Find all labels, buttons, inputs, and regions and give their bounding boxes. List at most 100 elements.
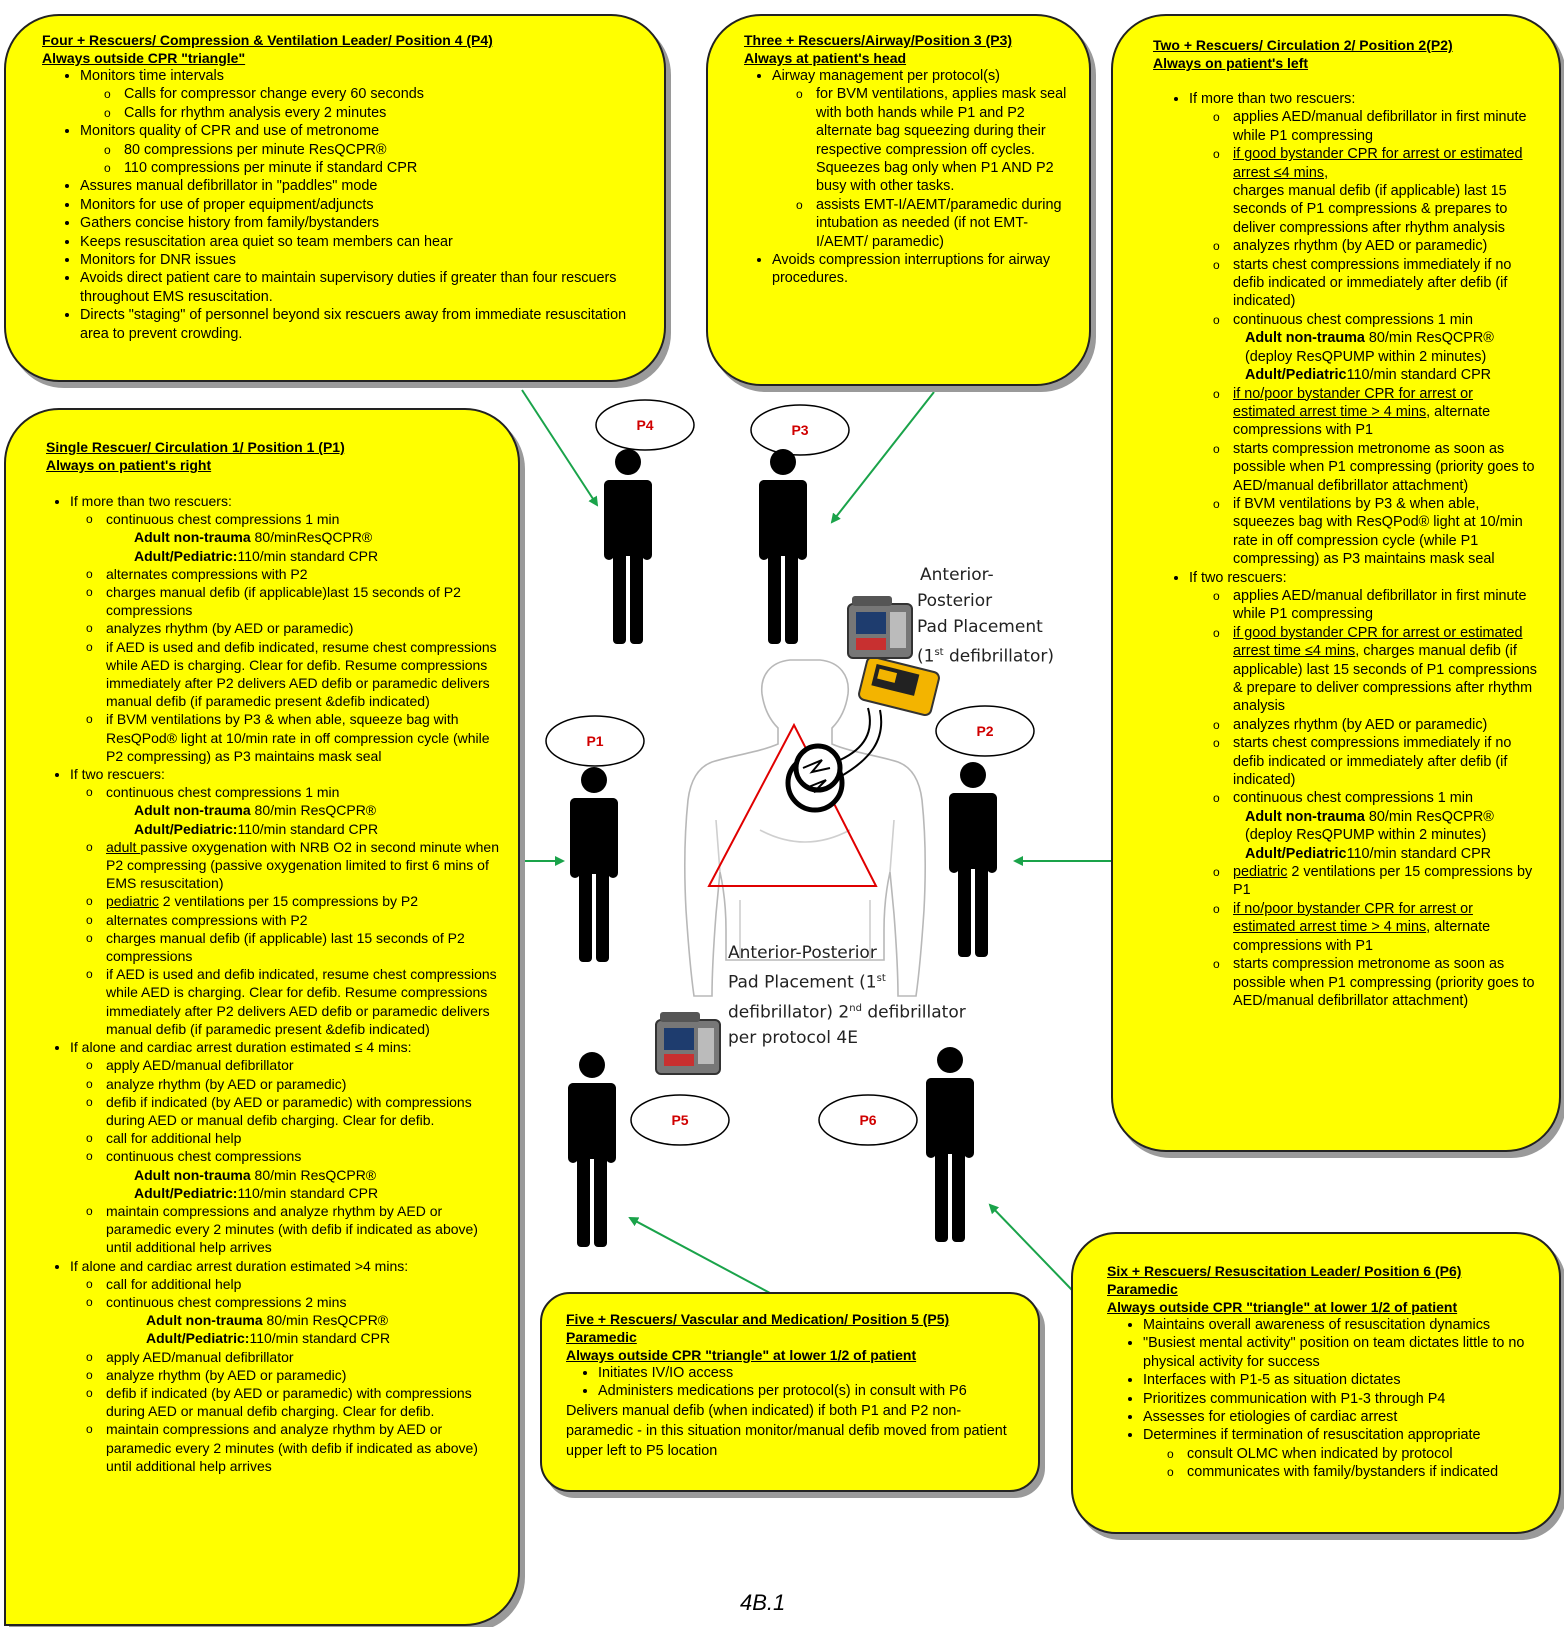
list-subitem: analyze rhythm (by AED or paramedic) [86,1075,506,1093]
p6-list: Maintains overall awareness of resuscita… [1107,1316,1547,1482]
list-subitem: call for additional help [86,1275,506,1293]
position-label: P1 [586,733,603,749]
list-subitem: pediatric 2 ventilations per 15 compress… [1213,863,1537,900]
position-ellipse [750,404,850,456]
p1-subtitle: Always on patient's right [46,457,212,473]
list-subitem: analyzes rhythm (by AED or paramedic) [86,619,506,637]
list-subitem: analyze rhythm (by AED or paramedic) [86,1366,506,1384]
position-label: P4 [636,417,653,433]
rescuer-figure-p3 [759,449,807,644]
list-subitem: applies AED/manual defibrillator in firs… [1213,587,1537,624]
list-item: Assures manual defibrillator in "paddles… [80,177,644,195]
list-subitem: continuous chest compressions 2 mins Adu… [86,1293,506,1348]
p6-subtitle: Paramedic [1107,1281,1178,1297]
list-item: If more than two rescuers: applies AED/m… [1189,90,1537,569]
position-label: P2 [976,723,993,739]
list-subitem: charges manual defib (if applicable)last… [86,583,506,619]
position-label: P3 [791,422,808,438]
position-marker-p5: P5 [630,1094,730,1146]
position-marker-p4: P4 [595,399,695,451]
p5-box: Five + Rescuers/ Vascular and Medication… [540,1292,1040,1492]
list-subitem: continuous chest compressions 1 min Adul… [1213,311,1537,385]
list-subitem: analyzes rhythm (by AED or paramedic) [1213,716,1537,735]
list-subitem: continuous chest compressions 1 min Adul… [86,510,506,565]
list-item: Keeps resuscitation area quiet so team m… [80,233,644,251]
ap-pad-placement-label-2: Anterior-Posterior Pad Placement (1st de… [728,943,966,1049]
arrow-p4 [521,389,599,507]
position-label: P6 [859,1112,876,1128]
list-item: Directs "staging" of personnel beyond si… [80,306,644,343]
list-subitem: if AED is used and defib indicated, resu… [86,965,506,1038]
list-subitem: apply AED/manual defibrillator [86,1056,506,1074]
arrow-p6 [988,1203,1073,1291]
list-subitem: Calls for compressor change every 60 sec… [104,85,644,104]
list-subitem: 80 compressions per minute ResQCPR® [104,141,644,160]
list-item: Assesses for etiologies of cardiac arres… [1143,1408,1547,1426]
list-subitem: if BVM ventilations by P3 & when able, s… [86,710,506,765]
rescuer-figure-p1 [570,767,618,962]
ap-pad-placement-label-1: Anterior- Posterior Pad Placement (1st d… [917,565,1055,667]
p6-title: Six + Rescuers/ Resuscitation Leader/ Po… [1107,1263,1462,1279]
list-subitem: starts compression metronome as soon as … [1213,955,1537,1010]
list-item: If alone and cardiac arrest duration est… [70,1257,506,1475]
monitor-defibrillator-icon [847,596,913,659]
list-subitem: if no/poor bystander CPR for arrest or e… [1213,900,1537,955]
position-marker-p3: P3 [750,404,850,456]
list-subitem: starts chest compressions immediately if… [1213,256,1537,311]
list-subitem: if good bystander CPR for arrest or esti… [1213,624,1537,716]
list-item: Avoids direct patient care to maintain s… [80,269,644,306]
rescuer-figure-p6 [926,1047,974,1242]
list-subitem: communicates with family/bystanders if i… [1167,1463,1547,1482]
list-subitem: apply AED/manual defibrillator [86,1348,506,1366]
p2-list: If more than two rescuers: applies AED/m… [1153,90,1537,1010]
list-subitem: if BVM ventilations by P3 & when able, s… [1213,495,1537,569]
list-subitem: continuous chest compressions 1 min Adul… [86,783,506,838]
list-item: Avoids compression interruptions for air… [772,251,1073,288]
rescuer-figure-p2 [949,762,997,957]
list-item: Monitors quality of CPR and use of metro… [80,122,644,178]
p2-box: Two + Rescuers/ Circulation 2/ Position … [1111,14,1561,1152]
list-item: Gathers concise history from family/byst… [80,214,644,232]
p6-box: Six + Rescuers/ Resuscitation Leader/ Po… [1071,1232,1561,1534]
p1-box: Single Rescuer/ Circulation 1/ Position … [4,408,520,1626]
list-item: If two rescuers: applies AED/manual defi… [1189,569,1537,1011]
list-item: Prioritizes communication with P1-3 thro… [1143,1390,1547,1408]
arrow-p3 [830,391,935,524]
list-item: If alone and cardiac arrest duration est… [70,1038,506,1256]
p3-box: Three + Rescuers/Airway/Position 3 (P3) … [706,14,1091,386]
list-item: Airway management per protocol(s) for BV… [772,67,1073,251]
p4-box: Four + Rescuers/ Compression & Ventilati… [4,14,666,382]
list-item: If more than two rescuers: continuous ch… [70,492,506,765]
p1-title: Single Rescuer/ Circulation 1/ Position … [46,439,345,455]
list-item: If two rescuers: continuous chest compre… [70,765,506,1038]
list-item: Monitors for use of proper equipment/adj… [80,196,644,214]
arrows [518,389,1112,1294]
defib-pad-icon [785,707,883,813]
p4-subtitle: Always outside CPR "triangle" [42,50,246,66]
p5-note: Delivers manual defib (when indicated) i… [566,1402,1007,1459]
list-subitem: for BVM ventilations, applies mask seal … [796,85,1073,195]
list-subitem: pediatric 2 ventilations per 15 compress… [86,892,506,910]
p6-subtitle-2: Always outside CPR "triangle" at lower 1… [1107,1299,1458,1315]
p3-title: Three + Rescuers/Airway/Position 3 (P3) [744,32,1013,48]
list-subitem: call for additional help [86,1129,506,1147]
list-subitem: alternates compressions with P2 [86,911,506,929]
p5-subtitle: Paramedic [566,1329,637,1345]
p5-title: Five + Rescuers/ Vascular and Medication… [566,1311,950,1327]
rescuer-figure-p5 [568,1052,616,1247]
list-subitem: continuous chest compressions Adult non-… [86,1147,506,1202]
position-ellipse [595,399,695,451]
p2-title: Two + Rescuers/ Circulation 2/ Position … [1153,37,1453,53]
list-item: Initiates IV/IO access [598,1364,1026,1382]
list-subitem: assists EMT-I/AEMT/paramedic during intu… [796,196,1073,251]
list-subitem: if good bystander CPR for arrest or esti… [1213,145,1537,237]
position-marker-p1: P1 [545,715,645,767]
list-subitem: maintain compressions and analyze rhythm… [86,1420,506,1475]
list-item: Monitors time intervals Calls for compre… [80,67,644,123]
list-subitem: applies AED/manual defibrillator in firs… [1213,108,1537,145]
list-subitem: starts compression metronome as soon as … [1213,440,1537,495]
figure-number: 4B.1 [740,1590,786,1615]
patient-outline [683,659,927,997]
list-subitem: defib if indicated (by AED or paramedic)… [86,1093,506,1129]
p2-subtitle: Always on patient's left [1153,55,1309,71]
